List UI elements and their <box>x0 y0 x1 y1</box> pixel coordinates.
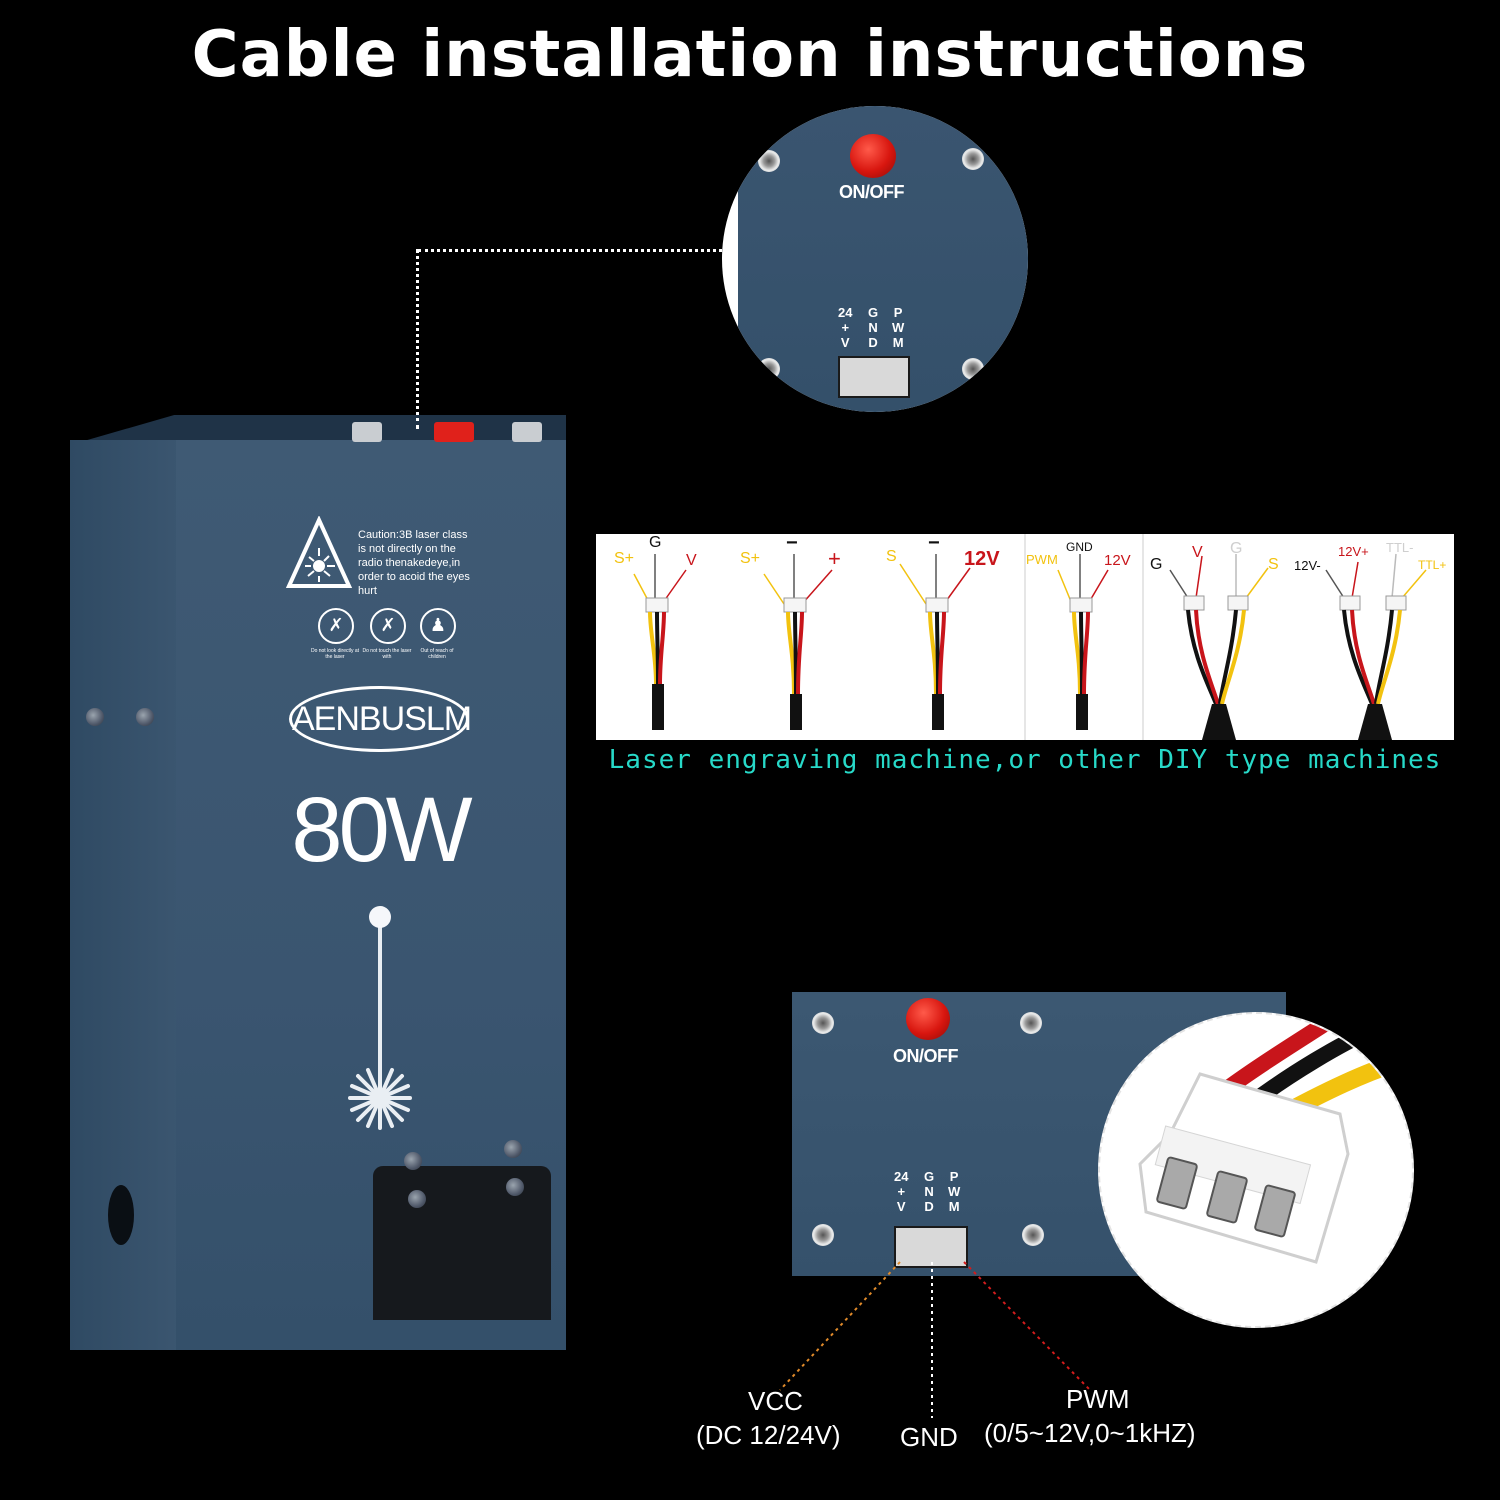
beam-graphic <box>378 918 382 1070</box>
warning-caption: Out of reach of children <box>420 648 454 660</box>
pwm-range: (0/5~12V,0~1kHZ) <box>984 1418 1196 1448</box>
wiring-example-3 <box>899 554 971 730</box>
wire-label: 12V- <box>1294 558 1321 573</box>
side-screw <box>136 708 154 726</box>
vcc-range: (DC 12/24V) <box>696 1420 841 1450</box>
warning-caption: Do not look directly at the laser <box>310 648 360 660</box>
panel-screw <box>1020 1012 1042 1034</box>
lens-screw <box>404 1152 422 1170</box>
panel-screw <box>812 1012 834 1034</box>
keep-away-children-icon: ♟ <box>420 608 456 644</box>
wire-label: TTL+ <box>1418 558 1447 572</box>
callout-line <box>416 249 419 429</box>
no-eye-icon: ✗ <box>318 608 354 644</box>
panel-screw <box>1022 1224 1044 1246</box>
wire-label: 12V <box>1104 552 1131 569</box>
top-power-button <box>434 422 474 442</box>
connector-socket <box>838 356 910 398</box>
no-touch-icon: ✗ <box>370 608 406 644</box>
pin-label-gnd: G N D <box>924 1169 935 1214</box>
pin-label-vcc: 24 + V <box>894 1169 909 1214</box>
wiring-example-1 <box>633 554 687 730</box>
top-screw-right <box>512 422 542 442</box>
wire-label: V <box>686 552 697 569</box>
wiring-examples: S+ G V S+ − + S − 12V PWM GND 12V G V G … <box>596 532 1454 740</box>
panel-screw <box>758 358 780 380</box>
gnd-label: GND <box>900 1422 958 1452</box>
wire-label: G <box>1150 556 1163 573</box>
laser-warning-icon <box>286 516 352 588</box>
wire-label: PWM <box>1026 552 1058 567</box>
wire-label: S+ <box>614 550 635 567</box>
pin-label-gnd: G N D <box>868 305 879 350</box>
pin-label-pwm: P W M <box>948 1169 961 1214</box>
pin-label-vcc: 24 + V <box>838 305 853 350</box>
wire-label: 12V+ <box>1338 544 1369 559</box>
burst-icon <box>348 1066 412 1130</box>
wiring-example-5 <box>1169 554 1269 740</box>
wiring-caption: Laser engraving machine,or other DIY typ… <box>608 745 1442 775</box>
zoom-detail-top: ON/OFF 24 + V G N D P W M <box>722 106 1028 412</box>
side-screw <box>86 708 104 726</box>
wire-label: 12V <box>964 548 1000 570</box>
wire-label: GND <box>1066 540 1093 554</box>
switch-label: ON/OFF <box>893 1046 959 1066</box>
wire-label: − <box>786 532 798 554</box>
wire-label: G <box>649 534 662 551</box>
power-switch-button <box>906 998 950 1040</box>
wire-label: V <box>1192 544 1203 561</box>
pin-label-pwm: P W M <box>892 305 905 350</box>
panel-screw <box>758 150 780 172</box>
wiring-diagram <box>633 553 1427 740</box>
side-vent-hole <box>108 1185 134 1245</box>
panel-screw <box>962 358 984 380</box>
connector-socket <box>894 1226 968 1268</box>
lens-screw <box>408 1190 426 1208</box>
strip-divider <box>1142 534 1144 740</box>
page-title: Cable installation instructions <box>191 18 1309 92</box>
switch-label: ON/OFF <box>839 182 905 202</box>
wire-label: S <box>1268 556 1279 573</box>
wire-label: S+ <box>740 550 761 567</box>
strip-divider <box>1024 534 1026 740</box>
power-switch-button <box>850 134 896 178</box>
vcc-label: VCC <box>748 1386 803 1416</box>
panel-screw <box>962 148 984 170</box>
wiring-example-4 <box>1057 554 1109 730</box>
top-screw-left <box>352 422 382 442</box>
warning-caption: Do not touch the laser with <box>362 648 412 660</box>
power-rating: 80W <box>291 779 472 881</box>
wire-label: TTL- <box>1386 540 1414 555</box>
brand-logo: AENBUSLM <box>289 686 472 752</box>
panel-screw <box>812 1224 834 1246</box>
beam-dot <box>369 906 391 928</box>
wire-label: G <box>1230 540 1243 557</box>
wire-label: + <box>828 546 841 571</box>
wire-label: − <box>928 532 940 554</box>
caution-text: Caution:3B laser class is not directly o… <box>358 529 470 597</box>
callout-line <box>418 249 728 252</box>
wiring-example-6 <box>1325 553 1427 740</box>
wire-label: S <box>886 548 897 565</box>
wiring-example-2 <box>763 554 833 730</box>
pwm-label: PWM <box>1066 1384 1130 1414</box>
lens-screw <box>504 1140 522 1158</box>
lens-screw <box>506 1178 524 1196</box>
